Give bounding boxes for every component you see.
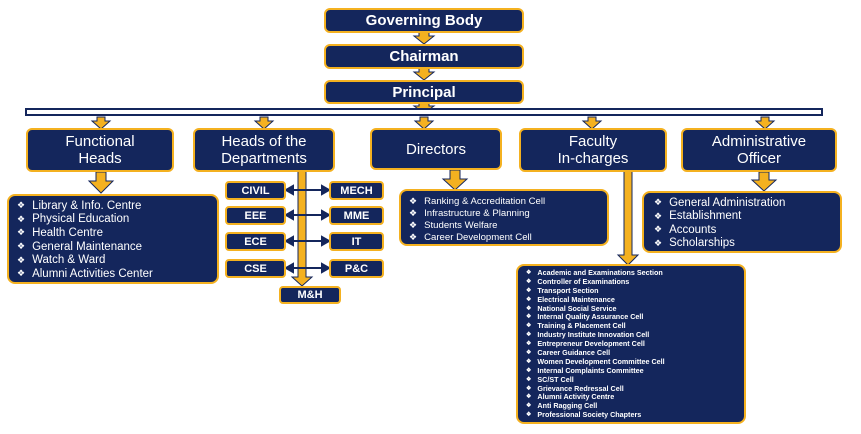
list-item: Transport Section xyxy=(526,286,738,295)
dept-cse-box: CSE xyxy=(225,259,286,278)
functional-heads-list: Library & Info. Centre Physical Educatio… xyxy=(7,194,219,284)
list-item: General Maintenance xyxy=(17,240,211,254)
list-item: Controller of Examinations xyxy=(526,277,738,286)
arrow-down-icon xyxy=(290,169,314,287)
chairman-box: Chairman xyxy=(324,44,524,69)
dept-mh-box: M&H xyxy=(279,286,341,304)
list-item: Entrepreneur Development Cell xyxy=(526,339,738,348)
list-item: Library & Info. Centre xyxy=(17,199,211,213)
directors-list: Ranking & Accreditation Cell Infrastruct… xyxy=(399,189,609,246)
list-item: Infrastructure & Planning xyxy=(409,207,601,219)
list-item: Accounts xyxy=(654,223,834,237)
dept-mme-box: MME xyxy=(329,206,384,225)
dept-ece-box: ECE xyxy=(225,232,286,251)
list-item: Alumni Activity Centre xyxy=(526,392,738,401)
list-item: Anti Ragging Cell xyxy=(526,401,738,410)
list-item: Physical Education xyxy=(17,213,211,227)
list-item: Electrical Maintenance xyxy=(526,295,738,304)
arrow-down-icon xyxy=(87,171,115,194)
list-item: Academic and Examinations Section xyxy=(526,268,738,277)
arrow-down-icon xyxy=(581,116,603,130)
double-arrow-icon xyxy=(283,262,332,274)
dept-civil-box: CIVIL xyxy=(225,181,286,200)
list-item: National Social Service xyxy=(526,304,738,313)
list-item: Ranking & Accreditation Cell xyxy=(409,195,601,207)
list-item: Alumni Activities Center xyxy=(17,267,211,281)
list-item: Industry Institute Innovation Cell xyxy=(526,330,738,339)
dept-mech-box: MECH xyxy=(329,181,384,200)
principal-box: Principal xyxy=(324,80,524,104)
dept-eee-box: EEE xyxy=(225,206,286,225)
list-item: SC/ST Cell xyxy=(526,375,738,384)
list-item: Career Guidance Cell xyxy=(526,348,738,357)
arrow-down-icon xyxy=(441,169,469,191)
double-arrow-icon xyxy=(283,209,332,221)
list-item: General Administration xyxy=(654,196,834,210)
arrow-down-icon xyxy=(750,171,778,192)
list-item: Internal Quality Assurance Cell xyxy=(526,312,738,321)
list-item: Watch & Ward xyxy=(17,253,211,267)
list-item: Internal Complaints Committee xyxy=(526,366,738,375)
list-item: Career Development Cell xyxy=(409,231,601,243)
faculty-incharges-list: Academic and Examinations Section Contro… xyxy=(516,264,746,424)
list-item: Health Centre xyxy=(17,226,211,240)
double-arrow-icon xyxy=(283,235,332,247)
list-item: Training & Placement Cell xyxy=(526,321,738,330)
list-item: Professional Society Chapters xyxy=(526,410,738,419)
arrow-down-icon xyxy=(413,116,435,130)
heads-of-departments-box: Heads of the Departments xyxy=(193,128,335,172)
list-item: Scholarships xyxy=(654,237,834,251)
list-item: Women Development Committee Cell xyxy=(526,357,738,366)
double-arrow-icon xyxy=(283,184,332,196)
arrow-down-icon xyxy=(90,116,112,130)
arrow-down-icon xyxy=(412,67,436,81)
arrow-down-icon xyxy=(253,116,275,130)
functional-heads-box: Functional Heads xyxy=(26,128,174,172)
arrow-down-icon xyxy=(754,116,776,130)
arrow-down-icon xyxy=(616,169,640,266)
governing-body-box: Governing Body xyxy=(324,8,524,33)
directors-box: Directors xyxy=(370,128,502,170)
administrative-officer-list: General Administration Establishment Acc… xyxy=(642,191,842,253)
arrow-down-icon xyxy=(412,31,436,45)
dept-it-box: IT xyxy=(329,232,384,251)
list-item: Students Welfare xyxy=(409,219,601,231)
dept-pc-box: P&C xyxy=(329,259,384,278)
administrative-officer-box: Administrative Officer xyxy=(681,128,837,172)
list-item: Establishment xyxy=(654,210,834,224)
faculty-incharges-box: Faculty In-charges xyxy=(519,128,667,172)
list-item: Grievance Redressal Cell xyxy=(526,384,738,393)
